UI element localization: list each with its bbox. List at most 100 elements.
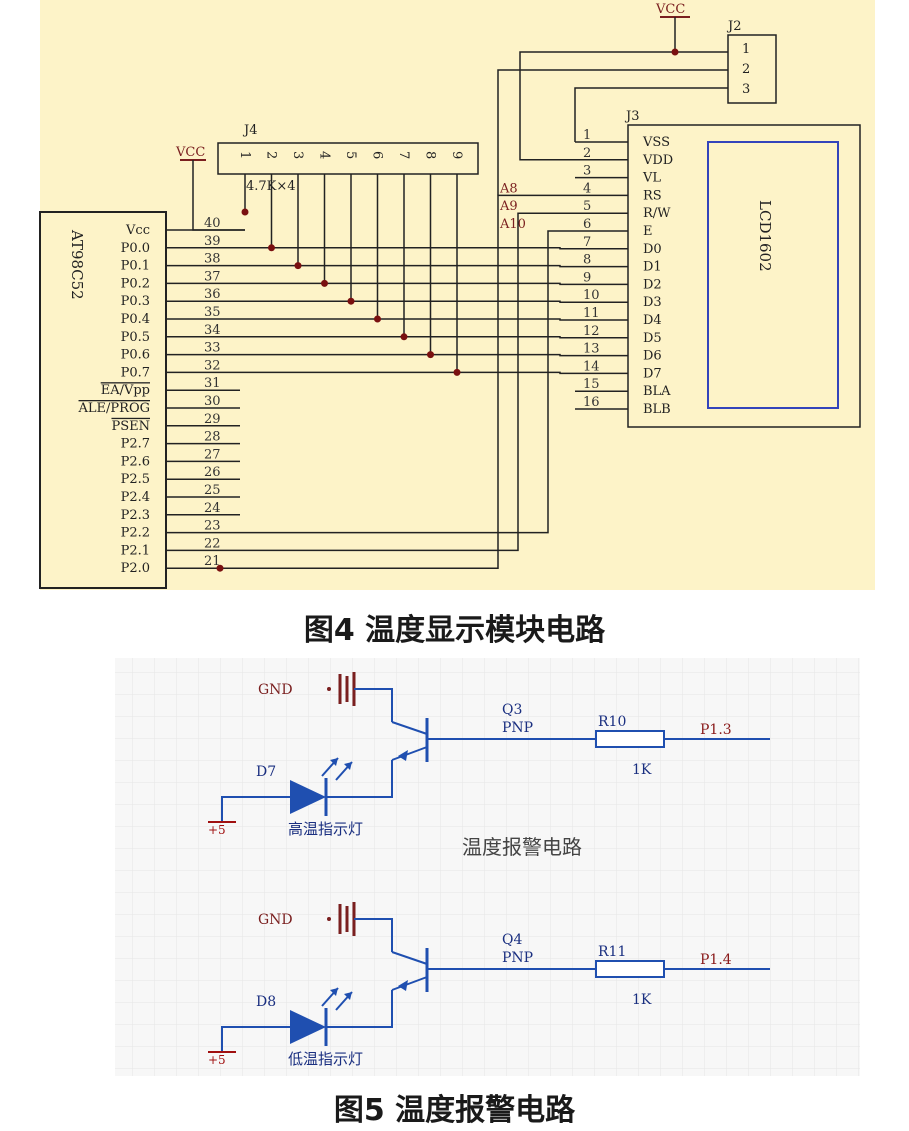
j3-pin-label: VSS [642,135,670,150]
transistor-arrow [398,750,408,761]
j3-pin-number: 3 [583,164,591,179]
j2-vl-wire [497,69,728,196]
j3-pin-number: 15 [583,377,600,392]
transistor-name: Q3 [502,702,522,718]
mcu-body [39,211,167,589]
j3-name: J3 [624,109,639,124]
mcu-pin-number: 35 [204,305,221,320]
mcu-pin-label: P0.7 [121,365,150,380]
supply-label: +5 [208,1053,226,1067]
transistor-arrow [398,980,408,991]
led-diode [290,1010,326,1044]
j3-pin-number: 11 [583,306,600,321]
gnd-label: GND [258,682,293,698]
j3-pin-label: D7 [643,366,662,381]
data-bus-wire [240,300,575,303]
figure5-title: 温度报警电路 [462,835,582,859]
mcu-pin-number: 30 [204,394,221,409]
mcu-pin-label: P0.5 [121,330,150,345]
port-label: P1.3 [700,722,732,738]
j2-name: J2 [726,19,741,34]
j4-pin-number: 7 [396,151,411,159]
data-bus-wire [240,353,575,357]
mcu-pin-label: P0.0 [121,241,150,256]
wire [354,688,393,722]
mcu-pin-label: P2.7 [121,437,150,452]
j3-pin-label: BLB [643,402,671,417]
resistor [595,960,665,978]
figure4-caption: 图4 温度显示模块电路 [303,613,606,648]
j4-pin-number: 9 [449,151,464,159]
j2-pins: 123 [742,42,750,97]
junction-dot [241,208,249,216]
mcu-pin-label: P0.1 [121,259,150,274]
mcu-pin-label: P2.6 [121,454,150,469]
lcd-screen [707,141,839,409]
led-label: 高温指示灯 [288,820,363,838]
data-bus-wire [240,318,575,321]
j3-pin-number: 4 [583,181,591,196]
control-wire [240,194,575,569]
mcu-pin-number: 31 [204,376,221,391]
j3-pin-number: 1 [583,128,591,143]
j3-pin-number: 5 [583,199,591,214]
data-bus-wire [240,282,575,286]
address-label: A9 [499,199,518,214]
j3-pin-number: 16 [583,395,600,410]
j4-pin-number: 3 [290,151,305,159]
j3-pin-label: BLA [643,384,671,399]
j3-pin-number: 10 [583,288,600,303]
j4-pin-number: 1 [237,151,252,159]
j3-lcd1602: J3 LCD1602 [624,109,861,428]
j3-pin-number: 6 [583,217,591,232]
mcu-pin-number: 27 [204,447,221,462]
data-bus-wire [240,264,575,268]
junction-dot [453,368,461,376]
junction-dot [216,564,224,572]
resistor-name: R11 [598,944,626,960]
mcu-pin-label: ALE/PROG [78,401,150,416]
j3-pin-label: R/W [643,206,671,221]
j2-pin-number: 1 [742,42,750,57]
mcu-pin-label: P2.4 [121,490,150,505]
mcu-pin-number: 29 [204,412,221,427]
j4-pin-number: 2 [264,151,279,159]
j3-pin-label: VL [642,171,661,186]
transistor-emitter [391,746,428,761]
mcu-pin-number: 40 [204,216,221,231]
address-label: A8 [499,181,518,196]
junction-dot [268,244,275,252]
wire [354,918,393,952]
j3-pin-number: 13 [583,342,600,357]
resistor-value: 1K [632,762,652,778]
transistor-type: PNP [502,720,533,736]
j2-vcc-label: VCC [655,2,685,17]
j3-pin-label: D0 [643,242,662,257]
mcu-pin-number: 37 [204,269,221,284]
port-label: P1.4 [700,952,732,968]
j4-pin-number: 5 [343,151,358,159]
data-bus-wire [240,371,575,375]
j3-pins: VSS1VDD2VL3RS4R/W5E6D07D18D29D310D411D51… [575,128,673,417]
j3-pin-label: E [643,224,653,239]
j2-connector: J2 VCC [655,2,777,104]
transistor-collector [391,951,428,965]
resistor-value: 1K [632,992,652,1008]
gnd-dot [327,917,331,921]
j3-pin-number: 14 [583,359,600,374]
mcu-pin-number: 32 [204,358,221,373]
figure5-grid [115,658,860,1076]
mcu-pin-number: 34 [204,323,221,338]
j3-pin-number: 12 [583,324,600,339]
control-wire [240,230,575,534]
led-light-arrowhead [344,762,352,770]
mcu-pin-number: 36 [204,287,221,302]
mcu-pin-label: P0.2 [121,276,150,291]
j3-pin-number: 7 [583,235,591,250]
